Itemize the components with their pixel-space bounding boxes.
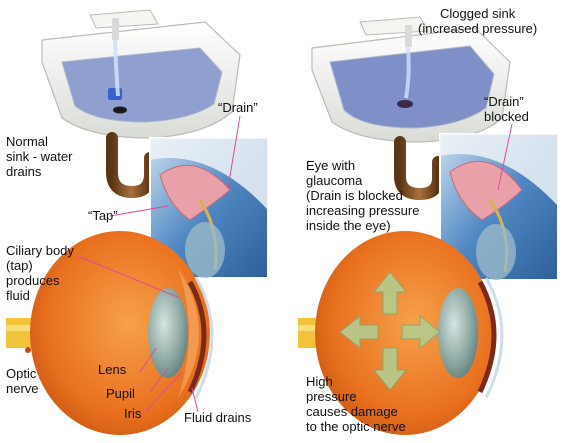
normal-eye [6, 231, 214, 435]
clogged-sink-pipe [394, 136, 444, 201]
clogged-sink-label: Clogged sink (increased pressure) [418, 6, 538, 36]
right-leader-lines [497, 123, 513, 191]
iris-label: Iris [124, 406, 142, 421]
drain-blocked-label: “Drain” blocked [484, 94, 529, 124]
normal-sink-label: Normal sink - water drains [6, 134, 73, 179]
left-leader-lines [77, 115, 241, 413]
optic-nerve-label: Optic nerve [6, 366, 39, 396]
lens-label: Lens [98, 362, 127, 377]
ciliary-body-label: Ciliary body (tap) produces fluid [6, 243, 74, 303]
eye-with-glaucoma-label: Eye with glaucoma (Drain is blocked incr… [306, 158, 420, 233]
pressure-arrows [339, 271, 441, 391]
tap-label: “Tap” [88, 208, 118, 223]
pupil-label: Pupil [106, 386, 135, 401]
drain-label: “Drain” [218, 100, 258, 115]
high-pressure-label: High pressure causes damage to the optic… [306, 374, 406, 434]
fluid-drains-label: Fluid drains [184, 410, 252, 425]
normal-sink-pipe [106, 132, 156, 199]
clogged-sink [311, 16, 511, 143]
normal-sink [41, 9, 241, 139]
